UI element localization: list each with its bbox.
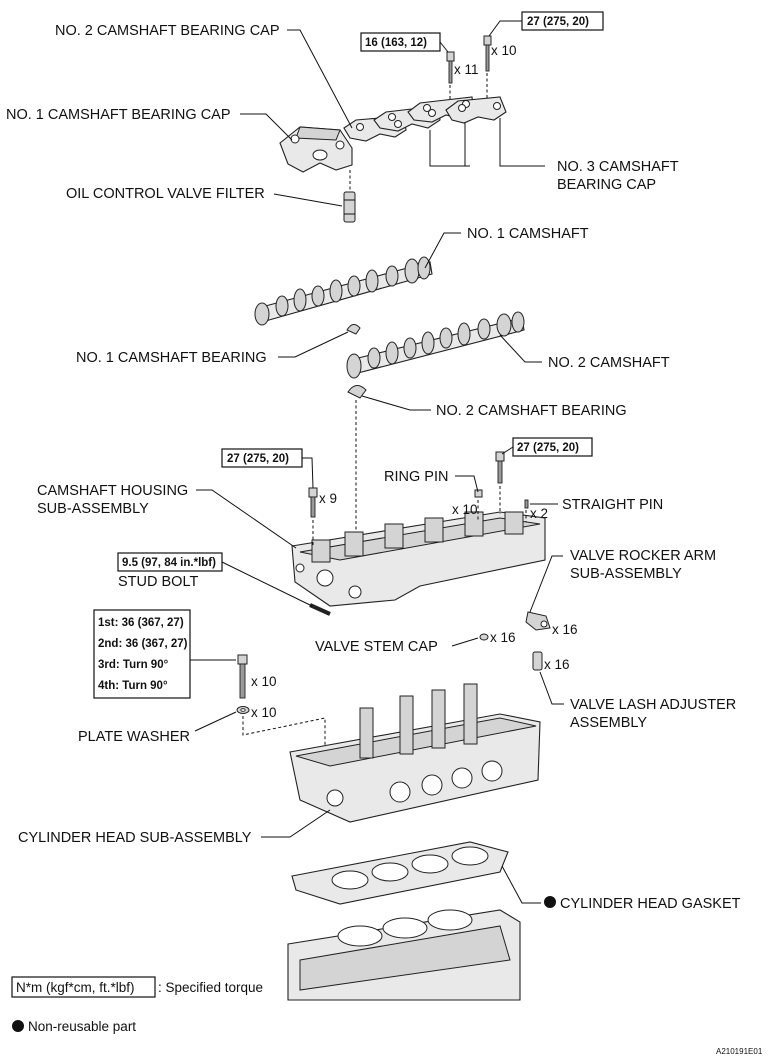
housing-bolts xyxy=(308,451,529,518)
camshaft-housing-shape xyxy=(291,511,546,607)
head-bolt-shape xyxy=(237,654,248,699)
qty-housing-bolt: x 9 xyxy=(319,491,337,506)
cylinder-head-shape xyxy=(289,683,541,823)
no2-camshaft-shape xyxy=(346,311,525,379)
plate-washer-shape xyxy=(236,706,250,714)
torque-head-bolt-1st: 1st: 36 (367, 27) xyxy=(98,617,184,629)
label-cylinder-head: CYLINDER HEAD SUB-ASSEMBLY xyxy=(18,830,252,846)
qty-lash-adjuster: x 16 xyxy=(544,657,570,672)
label-valve-lash-adjuster-2: ASSEMBLY xyxy=(570,715,647,731)
torque-housing-bolt-right: 27 (275, 20) xyxy=(517,442,579,454)
legend: N*m (kgf*cm, ft.*lbf) : Specified torque… xyxy=(11,976,263,1034)
label-no2-camshaft-bearing-cap: NO. 2 CAMSHAFT BEARING CAP xyxy=(55,23,280,39)
torque-head-bolt-2nd: 2nd: 36 (367, 27) xyxy=(98,638,188,650)
torque-head-bolt-3rd: 3rd: Turn 90° xyxy=(98,659,169,671)
label-stud-bolt: STUD BOLT xyxy=(118,574,198,590)
label-valve-rocker-arm-1: VALVE ROCKER ARM xyxy=(570,548,716,564)
figure-id: A210191E01 xyxy=(716,1047,763,1056)
label-no2-camshaft: NO. 2 CAMSHAFT xyxy=(548,355,670,371)
no1-camshaft-shape xyxy=(254,256,433,326)
qty-cap-bolt-b: x 10 xyxy=(491,43,517,58)
qty-head-bolt: x 10 xyxy=(251,674,277,689)
label-valve-rocker-arm-2: SUB-ASSEMBLY xyxy=(570,566,682,582)
lash-adjuster-shape xyxy=(532,651,543,671)
label-ring-pin: RING PIN xyxy=(384,469,448,485)
torque-box-cap-bolt-a: 16 (163, 12) xyxy=(360,32,441,52)
torque-box-head-bolt: 1st: 36 (367, 27) 2nd: 36 (367, 27) 3rd:… xyxy=(93,609,191,699)
torque-stud-bolt: 9.5 (97, 84 in.*lbf) xyxy=(122,557,216,569)
torque-housing-bolt-left: 27 (275, 20) xyxy=(227,453,289,465)
label-no2-camshaft-bearing: NO. 2 CAMSHAFT BEARING xyxy=(436,403,627,419)
qty-cap-bolt-a: x 11 xyxy=(454,62,479,77)
non-reusable-bullet-icon xyxy=(544,896,556,908)
torque-cap-bolt-a: 16 (163, 12) xyxy=(365,37,427,49)
cylinder-block-shape xyxy=(287,909,521,1001)
qty-valve-stem-cap: x 16 xyxy=(490,630,516,645)
label-valve-stem-cap: VALVE STEM CAP xyxy=(315,639,438,655)
stud-bolt-shape xyxy=(309,603,331,616)
legend-non-reusable: Non-reusable part xyxy=(28,1019,136,1034)
label-valve-lash-adjuster-1: VALVE LASH ADJUSTER xyxy=(570,697,736,713)
label-straight-pin: STRAIGHT PIN xyxy=(562,497,663,513)
no2-no3-caps-shape xyxy=(343,96,507,142)
cap-bolts xyxy=(446,35,492,84)
label-cylinder-head-gasket: CYLINDER HEAD GASKET xyxy=(560,896,741,912)
valve-stem-cap-shape xyxy=(479,633,489,641)
cylinder-head-gasket-shape xyxy=(291,841,509,905)
no1-cap-shape xyxy=(279,126,353,173)
qty-plate-washer: x 10 xyxy=(251,705,277,720)
label-no1-camshaft: NO. 1 CAMSHAFT xyxy=(467,226,589,242)
torque-box-stud-bolt: 9.5 (97, 84 in.*lbf) xyxy=(117,552,223,572)
label-no1-camshaft-bearing-cap: NO. 1 CAMSHAFT BEARING CAP xyxy=(6,107,231,123)
label-camshaft-housing-1: CAMSHAFT HOUSING xyxy=(37,483,188,499)
torque-box-housing-left: 27 (275, 20) xyxy=(221,448,303,468)
oil-control-valve-filter-shape xyxy=(343,191,356,223)
legend-torque-unit: N*m (kgf*cm, ft.*lbf) xyxy=(16,980,135,995)
label-no3-camshaft-bearing-cap-2: BEARING CAP xyxy=(557,177,656,193)
rocker-arm-shape xyxy=(525,611,551,631)
torque-cap-bolt-b: 27 (275, 20) xyxy=(527,16,589,28)
label-oil-control-valve-filter: OIL CONTROL VALVE FILTER xyxy=(66,186,265,202)
label-plate-washer: PLATE WASHER xyxy=(78,729,190,745)
qty-rocker-arm: x 16 xyxy=(552,622,578,637)
leader-lines xyxy=(190,29,564,904)
torque-box-housing-right: 27 (275, 20) xyxy=(512,437,593,457)
label-no3-camshaft-bearing-cap-1: NO. 3 CAMSHAFT xyxy=(557,159,679,175)
legend-torque-desc: : Specified torque xyxy=(158,980,263,995)
torque-head-bolt-4th: 4th: Turn 90° xyxy=(98,680,168,692)
torque-box-cap-bolt-b: 27 (275, 20) xyxy=(521,11,604,31)
camshaft-bearing-caps-drawing xyxy=(279,35,507,223)
qty-ring-pin: x 10 xyxy=(452,502,478,517)
camshaft-bearings-shape xyxy=(346,324,367,399)
qty-straight-pin: x 2 xyxy=(530,506,548,521)
label-camshaft-housing-2: SUB-ASSEMBLY xyxy=(37,501,149,517)
legend-bullet-icon xyxy=(12,1020,24,1032)
label-no1-camshaft-bearing: NO. 1 CAMSHAFT BEARING xyxy=(76,350,267,366)
